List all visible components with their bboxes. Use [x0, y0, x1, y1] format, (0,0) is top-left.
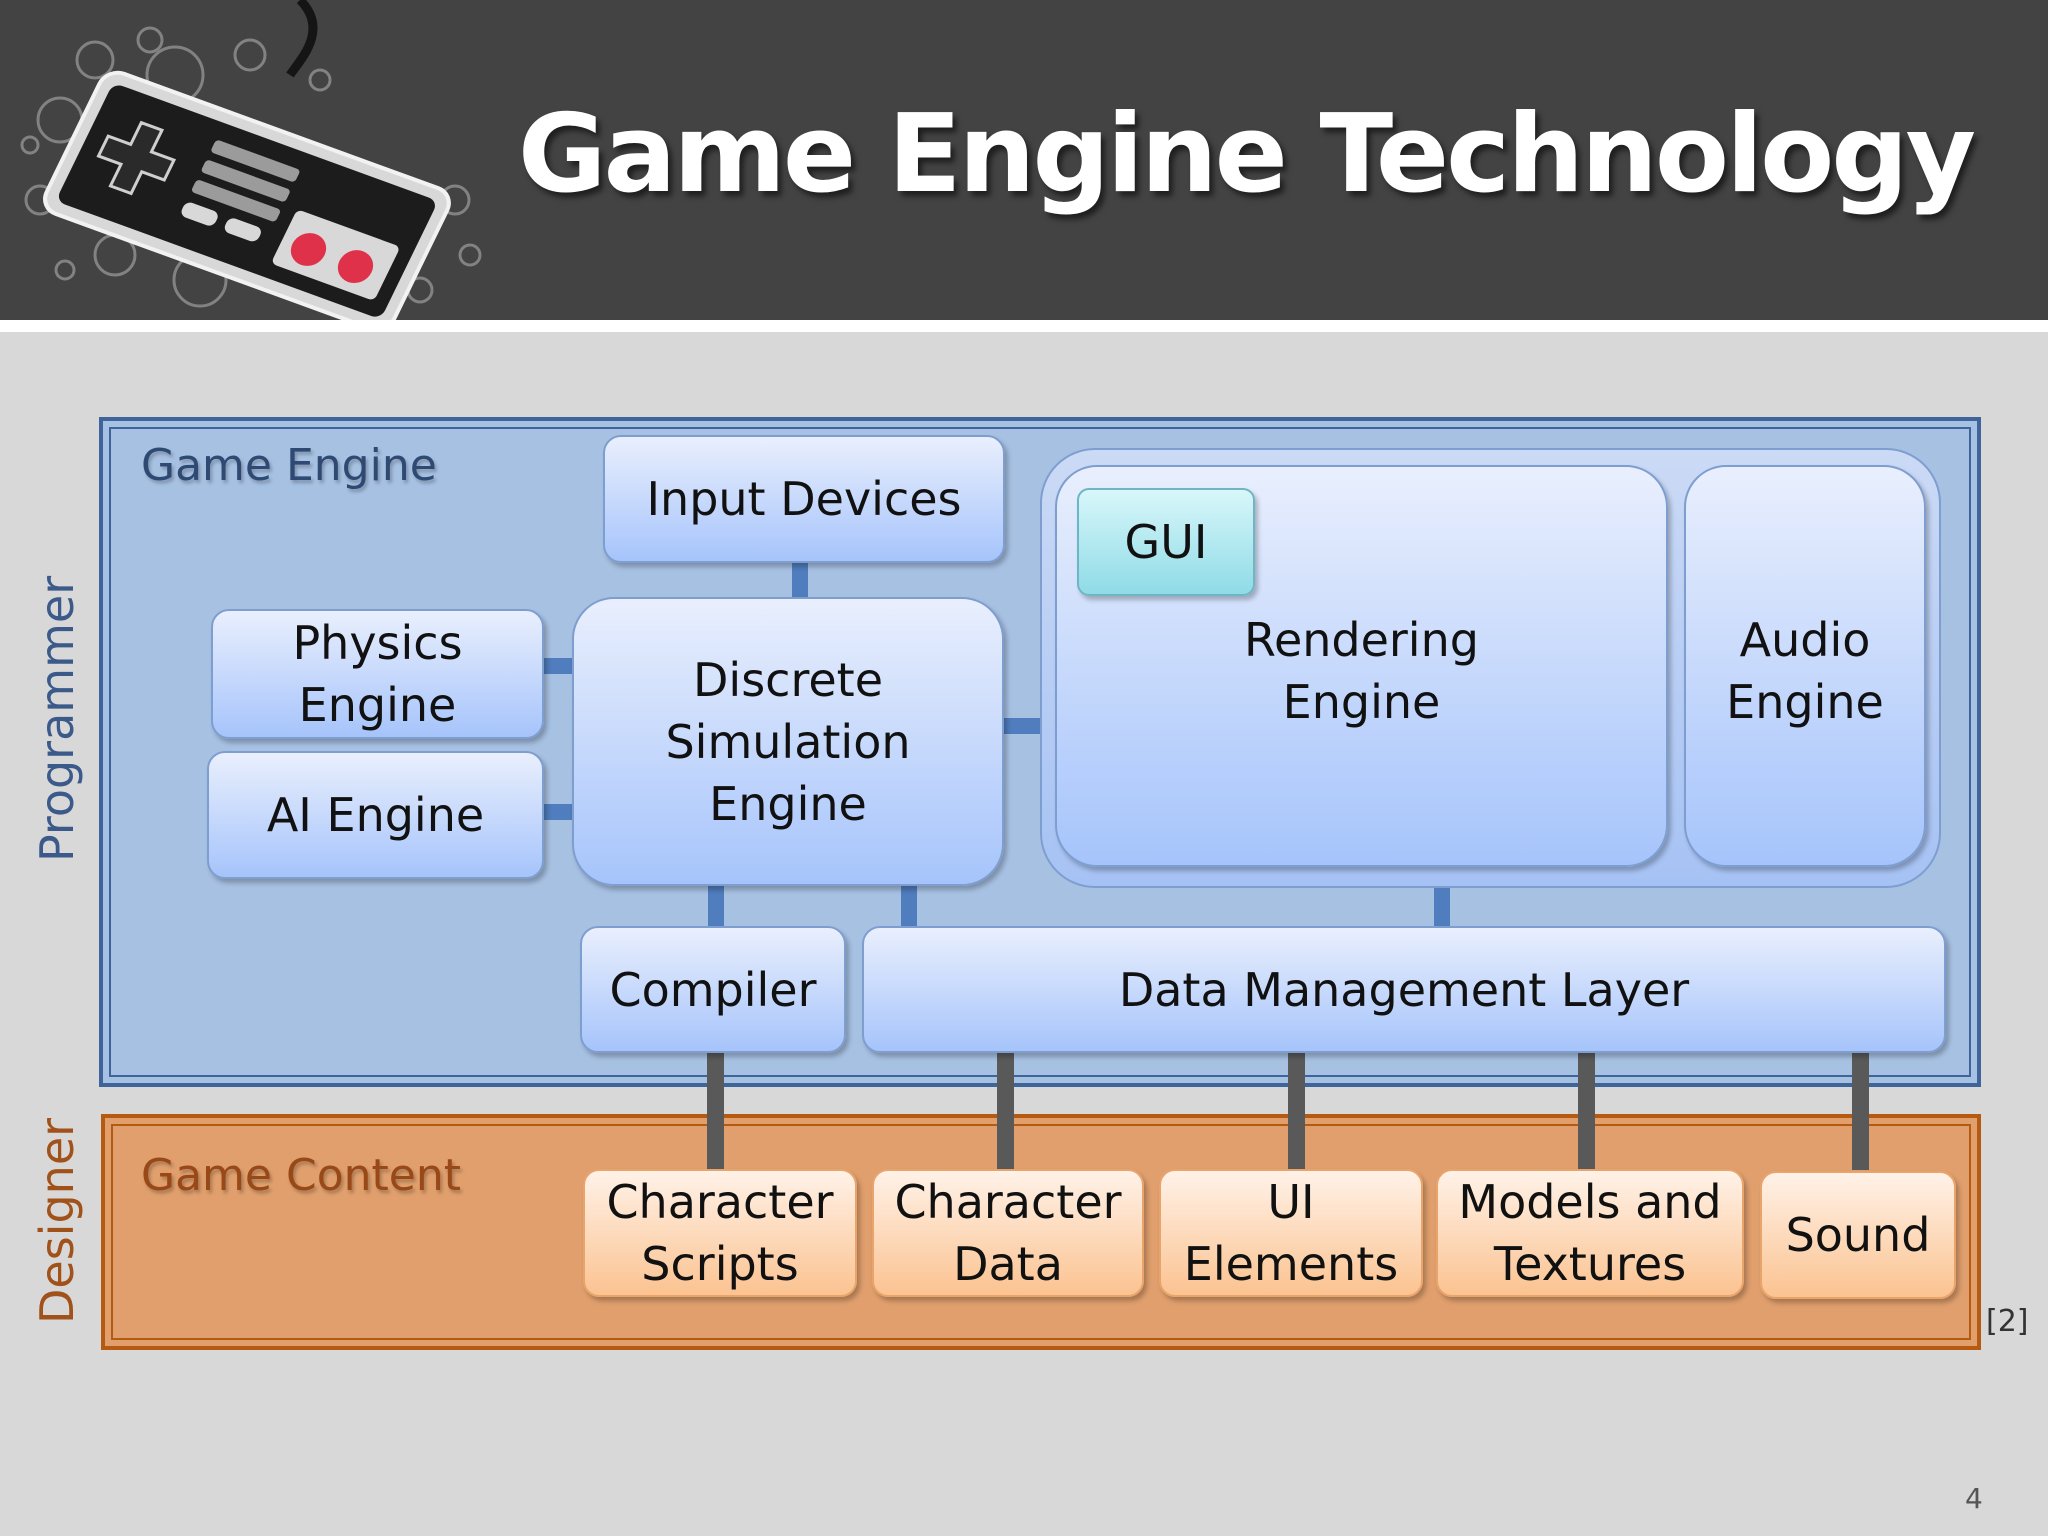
- nes-controller-icon: [20, 0, 482, 320]
- audio-engine-box: Audio Engine: [1684, 465, 1926, 867]
- connector-simulation-to-data-layer: [901, 884, 917, 926]
- header-divider: [0, 320, 2048, 332]
- designer-label: Designer: [30, 1117, 84, 1324]
- connector-data-layer-to-sound: [1852, 1052, 1869, 1170]
- ai-engine-box: AI Engine: [207, 751, 544, 879]
- game-engine-label: Game Engine: [141, 440, 437, 491]
- game-content-label: Game Content: [141, 1150, 461, 1201]
- connector-ai-to-simulation: [544, 804, 574, 820]
- data-management-layer-box: Data Management Layer: [862, 926, 1946, 1053]
- slide-title: Game Engine Technology: [517, 92, 1976, 217]
- input-devices-box: Input Devices: [603, 435, 1005, 563]
- physics-engine-box: Physics Engine: [211, 609, 544, 739]
- character-data-box: Character Data: [872, 1169, 1144, 1297]
- citation-marker: [2]: [1986, 1304, 2029, 1339]
- connector-compiler-to-character-scripts: [707, 1052, 724, 1170]
- connector-simulation-to-rendering: [1004, 718, 1042, 734]
- connector-simulation-to-compiler: [708, 884, 724, 926]
- connector-physics-to-simulation: [544, 658, 574, 674]
- discrete-simulation-engine-box: Discrete Simulation Engine: [572, 597, 1004, 886]
- compiler-box: Compiler: [580, 926, 846, 1053]
- gui-box: GUI: [1077, 488, 1255, 596]
- character-scripts-box: Character Scripts: [583, 1169, 857, 1297]
- sound-box: Sound: [1760, 1171, 1956, 1299]
- connector-data-layer-to-ui-elements: [1288, 1052, 1305, 1170]
- programmer-label: Programmer: [30, 575, 84, 862]
- ui-elements-box: UI Elements: [1159, 1169, 1423, 1297]
- connector-data-layer-to-models-and-textures: [1578, 1052, 1595, 1170]
- models-and-textures-box: Models and Textures: [1436, 1169, 1744, 1297]
- connector-data-layer-to-character-data: [997, 1052, 1014, 1170]
- connector-output-group-to-data-layer: [1434, 886, 1450, 926]
- page-number: 4: [1965, 1482, 1983, 1515]
- connector-input-to-simulation: [792, 562, 808, 598]
